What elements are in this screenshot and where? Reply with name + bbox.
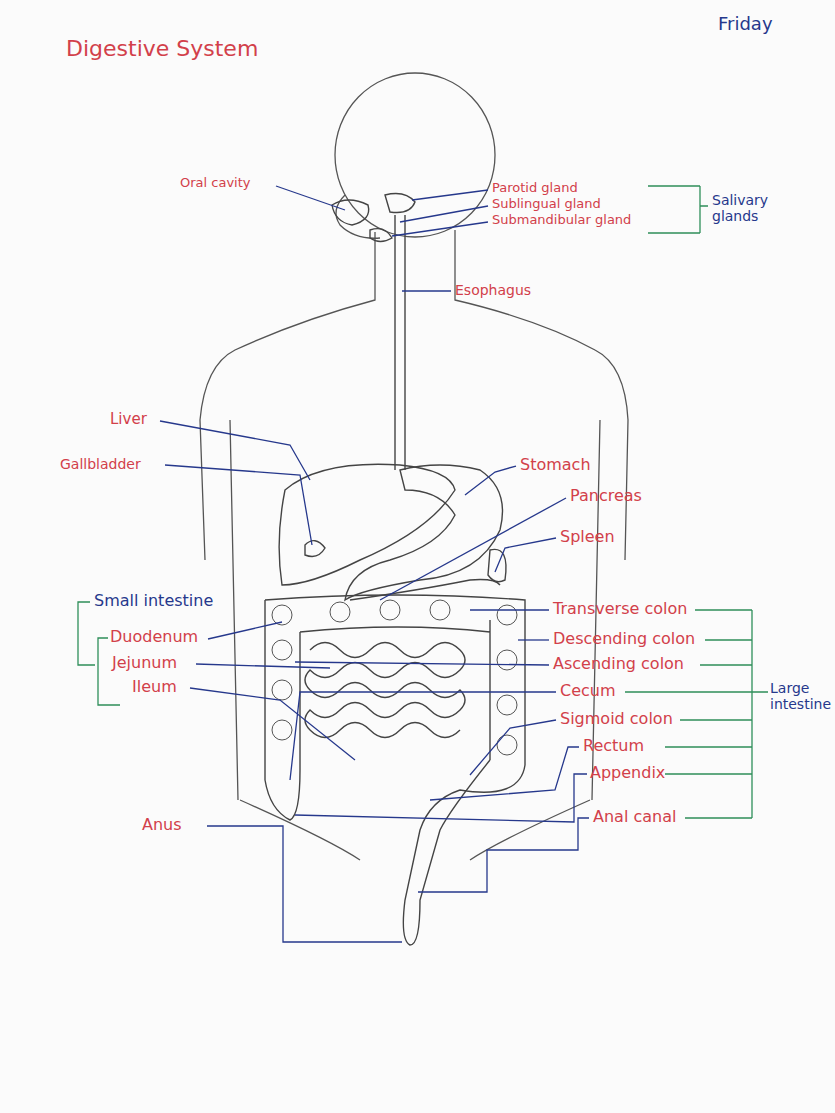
- leader-line: [418, 818, 589, 892]
- body-outline: [200, 73, 628, 860]
- sigmoid-rectum: [403, 760, 525, 945]
- stomach: [345, 465, 503, 600]
- haustra: [272, 640, 292, 660]
- part-label: Jejunum: [112, 654, 177, 672]
- haustra: [497, 735, 517, 755]
- part-label: Anus: [142, 816, 182, 834]
- leader-line: [295, 774, 587, 822]
- part-label: Parotid gland: [492, 181, 578, 196]
- part-label: Stomach: [520, 456, 591, 474]
- gallbladder: [305, 541, 325, 557]
- leader-line: [400, 206, 488, 222]
- haustra: [272, 680, 292, 700]
- organs: [265, 194, 525, 945]
- part-label: Large intestine: [770, 680, 830, 712]
- leader-line: [208, 622, 282, 639]
- torso-side: [230, 420, 600, 800]
- leader-lines: [160, 186, 589, 942]
- leader-line: [276, 186, 345, 210]
- leader-line: [470, 609, 549, 610]
- haustra: [497, 605, 517, 625]
- haustra: [497, 650, 517, 670]
- part-label: Gallbladder: [60, 456, 141, 472]
- salivary-bracket: [648, 186, 708, 233]
- head: [335, 73, 495, 237]
- oral-cavity: [332, 200, 369, 225]
- submandibular: [370, 229, 392, 242]
- part-label: Friday: [718, 14, 773, 35]
- haustra: [272, 720, 292, 740]
- leader-line: [295, 662, 549, 665]
- part-label: Sublingual gland: [492, 197, 601, 212]
- diagram-title: Digestive System: [66, 36, 258, 61]
- colon-haustra: [272, 600, 517, 755]
- liver: [279, 464, 455, 585]
- part-label: Submandibular gland: [492, 213, 631, 228]
- leader-line: [160, 421, 310, 480]
- brackets: [78, 186, 768, 818]
- small-intestine-bracket: [78, 602, 95, 665]
- haustra: [380, 600, 400, 620]
- part-label: Spleen: [560, 528, 615, 546]
- part-label: Ascending colon: [553, 655, 684, 673]
- leader-line: [495, 538, 556, 572]
- leader-line: [518, 639, 549, 640]
- leader-line: [290, 692, 556, 780]
- small-intestine: [305, 643, 465, 738]
- cecum-appendix: [265, 770, 300, 820]
- leader-line: [165, 465, 312, 545]
- part-label: Transverse colon: [553, 600, 687, 618]
- part-label: Rectum: [583, 737, 644, 755]
- haustra: [430, 600, 450, 620]
- part-label: Liver: [110, 411, 147, 428]
- part-label: Oral cavity: [180, 176, 251, 191]
- leader-line: [430, 747, 579, 800]
- part-label: Small intestine: [94, 592, 213, 610]
- left-shoulder: [200, 232, 375, 560]
- leader-line: [465, 466, 516, 495]
- leader-line: [190, 688, 355, 760]
- part-label: Appendix: [590, 764, 665, 782]
- esophagus: [395, 215, 405, 470]
- leader-line: [402, 290, 451, 291]
- leader-line: [412, 190, 488, 200]
- leader-line: [392, 222, 488, 236]
- parotid: [385, 194, 415, 213]
- part-label: Sigmoid colon: [560, 710, 673, 728]
- right-shoulder: [455, 230, 628, 560]
- colon: [265, 595, 525, 780]
- part-label: Salivary glands: [712, 192, 802, 224]
- part-label: Duodenum: [110, 628, 198, 646]
- part-label: Pancreas: [570, 487, 642, 505]
- leader-line: [207, 826, 402, 942]
- part-label: Ileum: [132, 678, 177, 696]
- haustra: [497, 695, 517, 715]
- part-label: Cecum: [560, 682, 616, 700]
- part-label: Anal canal: [593, 808, 676, 826]
- leader-line: [470, 720, 556, 775]
- part-label: Descending colon: [553, 630, 695, 648]
- leader-line: [196, 664, 330, 668]
- haustra: [330, 602, 350, 622]
- leader-line: [380, 498, 566, 600]
- part-label: Esophagus: [455, 282, 531, 298]
